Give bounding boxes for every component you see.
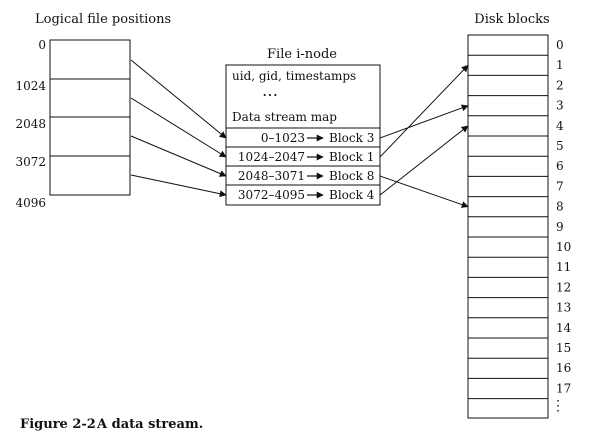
data-stream-map-heading: Data stream map [232, 110, 337, 124]
map-range: 2048–3071 [238, 169, 305, 183]
disk-block-number: 4 [556, 119, 564, 133]
offset-label: 4096 [15, 196, 46, 210]
map-block: Block 3 [329, 131, 374, 145]
disk-column [467, 34, 549, 419]
inode-ellipsis: … [262, 81, 278, 100]
inode-group: File i-node uid, gid, timestamps … Data … [225, 47, 381, 206]
block-pointer-arrow [379, 125, 469, 196]
disk-block-number: 13 [556, 301, 571, 315]
disk-block-number: 10 [556, 240, 571, 254]
map-block: Block 4 [329, 188, 375, 202]
figure-caption: Figure 2-2 A data stream. [20, 417, 203, 432]
disk-heading: Disk blocks [474, 12, 549, 27]
map-row: 2048–3071 Block 8 [238, 169, 374, 183]
inode-box [225, 64, 381, 206]
logical-file-group: Logical file positions 0 1024 2048 3072 … [15, 12, 171, 210]
disk-block-number: 11 [556, 260, 571, 274]
logical-file-heading: Logical file positions [35, 12, 171, 27]
map-block: Block 8 [329, 169, 374, 183]
disk-block-number: 2 [556, 78, 564, 92]
inode-heading: File i-node [267, 47, 337, 62]
disk-block-number: 6 [556, 159, 564, 173]
disk-dividers [468, 54, 548, 400]
disk-block-number: 8 [556, 200, 564, 214]
map-range: 0–1023 [261, 131, 305, 145]
disk-block-number: 16 [556, 361, 571, 375]
disk-block-number: 7 [556, 179, 564, 193]
disk-block-number: 9 [556, 220, 564, 234]
disk-block-number: 3 [556, 99, 564, 113]
disk-block-number: 1 [556, 58, 564, 72]
position-arrow [130, 97, 227, 158]
map-row: 3072–4095 Block 4 [238, 188, 375, 202]
disk-block-number: 14 [556, 321, 572, 335]
caption-label: Figure 2-2 [20, 417, 96, 432]
offset-label: 3072 [15, 155, 46, 169]
offset-label: 2048 [15, 117, 46, 131]
map-block: Block 1 [329, 150, 374, 164]
caption-text: A data stream. [96, 417, 203, 432]
block-pointer-arrow [379, 104, 469, 139]
disk-block-number: 0 [556, 38, 564, 52]
block-pointer-arrow [379, 64, 469, 158]
map-range: 3072–4095 [238, 188, 305, 202]
disk-block-number: 5 [556, 139, 564, 153]
position-arrow [130, 135, 227, 177]
offset-label: 1024 [15, 79, 46, 93]
logical-to-map-arrows [130, 59, 227, 198]
offset-label: 0 [38, 38, 46, 52]
map-row: 1024–2047 Block 1 [238, 150, 374, 164]
map-range: 1024–2047 [238, 150, 305, 164]
disk-continuation: ⋮ [551, 398, 565, 414]
map-row: 0–1023 Block 3 [261, 131, 375, 145]
disk-block-number: 12 [556, 280, 571, 294]
inode-attributes: uid, gid, timestamps [232, 69, 356, 83]
disk-block-number: 17 [556, 381, 571, 395]
disk-block-number: 15 [556, 341, 571, 355]
map-to-disk-arrows [379, 64, 469, 208]
position-arrow [130, 59, 227, 139]
position-arrow [130, 174, 227, 198]
block-pointer-arrow [379, 175, 469, 208]
